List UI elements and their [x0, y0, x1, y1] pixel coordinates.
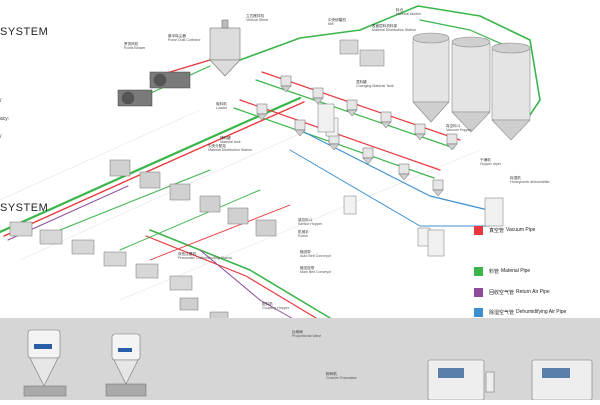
vacuum-pipe-row-2	[239, 99, 441, 171]
dryer-cabinet-2	[343, 195, 357, 215]
silo-3	[491, 42, 531, 141]
vacuum-hopper-row1-4	[380, 111, 392, 129]
legend-vacuum: 真空管 Vacuum Pipe	[474, 224, 535, 236]
vacuum-hopper-row1-2	[312, 87, 324, 105]
legend-return-air: 回收空气管 Return Air Pipe	[474, 286, 550, 298]
molding-machine-back-4	[199, 195, 221, 213]
legend-swatch-red	[474, 225, 483, 235]
legend-en: Material Pipe	[501, 268, 531, 274]
legend-swatch-blue	[474, 307, 483, 317]
molding-machine-front-4	[103, 251, 127, 267]
molding-machine-back-1	[109, 159, 131, 177]
legend-dehumidifying: 除湿空气管 Dehumidifying Air Pipe	[474, 306, 566, 318]
legend-en: Vacuum Pipe	[506, 227, 536, 233]
legend-swatch-green	[474, 266, 483, 276]
vacuum-hopper-row2-3	[328, 133, 340, 151]
side-fragment-b: acy:	[0, 116, 10, 122]
molding-machine-front-2	[39, 229, 63, 245]
molding-machine-front-1	[9, 221, 33, 237]
diagram-title-top: SYSTEM	[0, 26, 49, 38]
vacuum-hopper-row1-1	[280, 75, 292, 93]
vacuum-hopper-row2-4	[362, 147, 374, 165]
legend-cn: 除湿空气管	[489, 309, 515, 316]
silo-2	[451, 36, 491, 133]
legend-swatch-purple	[474, 287, 483, 297]
dehumidifying-pipe-lower	[289, 149, 491, 227]
vacuum-pipe-trunk	[3, 101, 305, 237]
mill-machine	[339, 39, 385, 67]
side-fragment-a: /	[0, 98, 2, 104]
product-photo-1	[23, 329, 67, 397]
vacuum-hopper-row1-6	[446, 133, 458, 151]
molding-machine-back-6	[255, 219, 277, 237]
dehumidifier-units	[317, 103, 504, 257]
molding-machine-lower-1	[179, 297, 199, 311]
vacuum-pipe-molding	[149, 204, 291, 261]
molding-machine-back-2	[139, 171, 161, 189]
legend-cn: 回收空气管	[489, 289, 515, 296]
dehumidifying-pipe-upper	[299, 129, 489, 211]
legend-en: Return Air Pipe	[516, 289, 550, 295]
vacuum-hopper-row1-5	[414, 123, 426, 141]
vacuum-hopper-row1-3	[346, 99, 358, 117]
legend-material: 料管 Material Pipe	[474, 265, 530, 277]
molding-machine-front-3	[71, 239, 95, 255]
side-fragment-c: /	[0, 134, 2, 140]
silo-1	[412, 32, 450, 123]
product-photo-2	[105, 333, 147, 397]
vacuum-hopper-row2-1	[256, 103, 268, 121]
vertical-stirrer	[209, 19, 241, 77]
molding-machine-front-6	[169, 275, 193, 291]
vacuum-hopper-row2-5	[398, 163, 410, 181]
bottom-band	[0, 318, 600, 400]
roots-blower	[117, 71, 191, 107]
legend-cn: 料管	[489, 268, 500, 275]
product-photo-4	[531, 359, 593, 401]
machine-group	[9, 75, 458, 367]
molding-machine-front-5	[135, 263, 159, 279]
vacuum-pipe-row-1	[261, 71, 461, 141]
material-pipe-molding	[59, 169, 211, 231]
material-pipe-silo-loop	[239, 5, 541, 131]
material-pipe-trunk	[0, 96, 302, 234]
material-pipe-molding-2	[119, 189, 261, 251]
vacuum-hopper-row2-6	[432, 179, 444, 197]
legend-cn: 真空管	[489, 227, 505, 234]
molding-machine-back-5	[227, 207, 249, 225]
molding-machine-back-3	[169, 183, 191, 201]
silo-group	[412, 32, 531, 141]
vacuum-hopper-row2-2	[294, 119, 306, 137]
diagram-title-left: SYSTEM	[0, 202, 49, 214]
product-photo-3	[427, 359, 495, 401]
legend-en: Dehumidifying Air Pipe	[516, 309, 567, 315]
